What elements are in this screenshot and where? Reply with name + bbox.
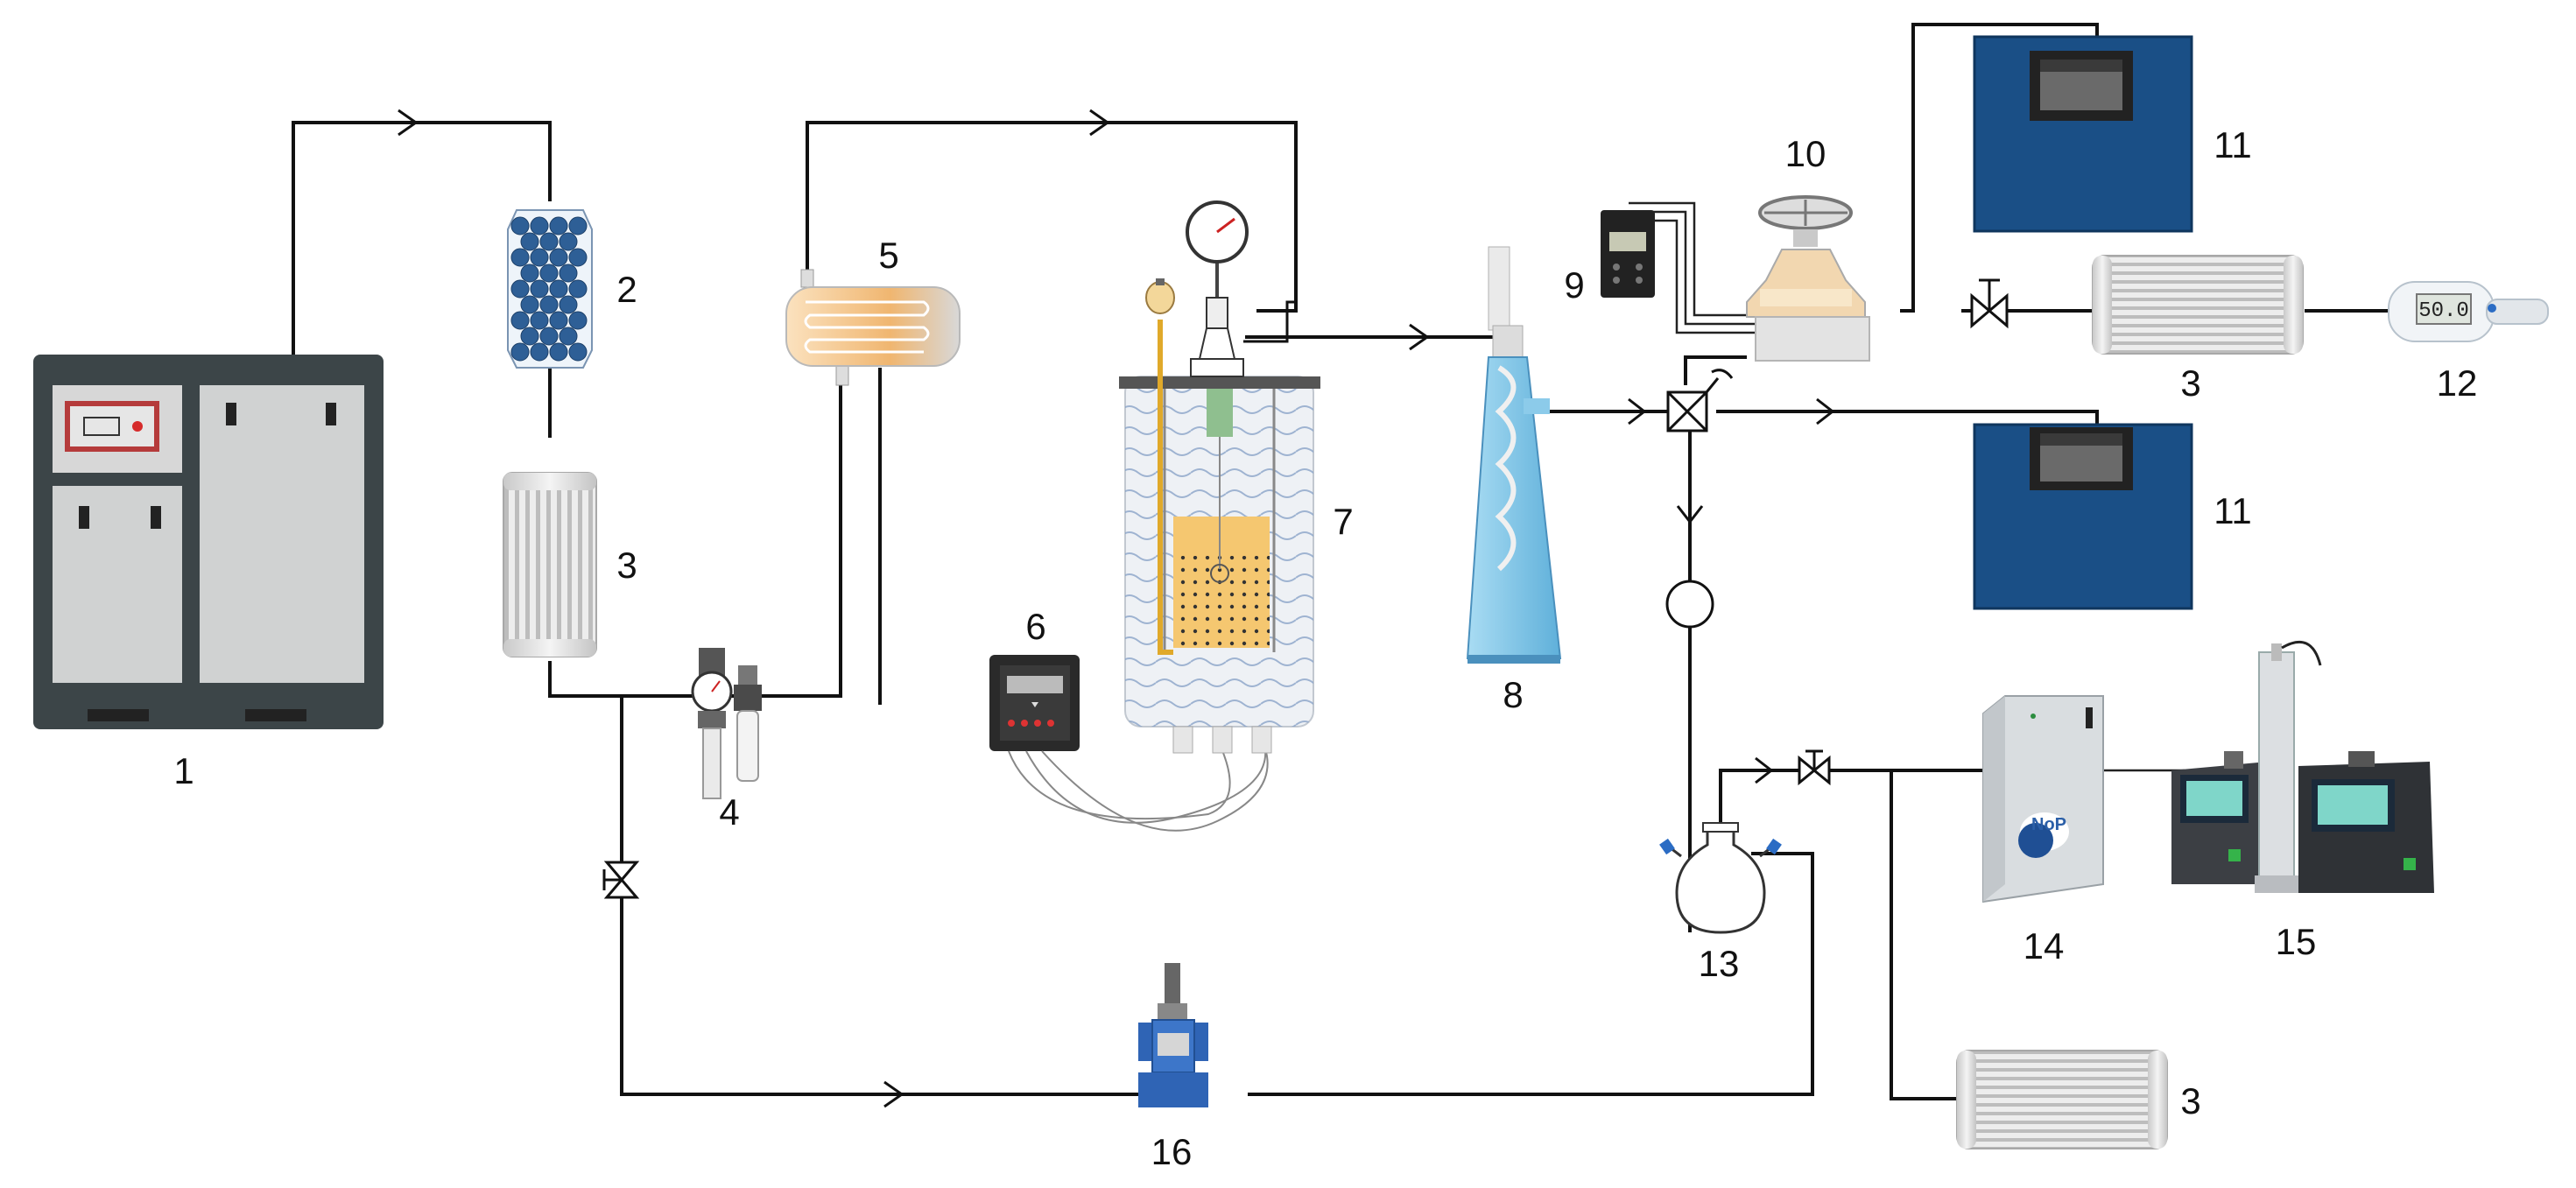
reactor-vessel <box>1119 200 1320 754</box>
pressure-regulator <box>691 648 762 799</box>
air-heater <box>785 269 961 386</box>
desiccant-column <box>507 209 593 369</box>
label-1: 1 <box>173 750 194 791</box>
aerosol-analyzers <box>2171 640 2434 893</box>
flowmeter-readout: 50.0 <box>2418 299 2469 323</box>
label-2: 2 <box>616 269 637 310</box>
svg-text:NoP: NoP <box>2031 815 2066 834</box>
sampling-valve <box>1746 195 1870 362</box>
label-12: 12 <box>2437 362 2478 404</box>
label-7: 7 <box>1333 501 1353 542</box>
label-5: 5 <box>878 235 898 276</box>
digital-manometer <box>1601 210 1655 298</box>
label-4: 4 <box>719 791 739 833</box>
mass-flow-controller <box>1138 963 1208 1107</box>
round-bottom-flask <box>1659 822 1782 934</box>
label-3a: 3 <box>616 545 637 586</box>
label-15: 15 <box>2276 921 2317 962</box>
cyclone-separator <box>1466 246 1562 664</box>
label-14: 14 <box>2023 925 2065 967</box>
label-8: 8 <box>1503 674 1523 715</box>
valve-bypass <box>602 861 640 899</box>
particle-counter-b <box>1973 423 2193 610</box>
label-10: 10 <box>1785 133 1826 174</box>
three-way-valve <box>1666 369 1734 432</box>
gas-generator: NoP <box>1982 695 2104 903</box>
label-9: 9 <box>1564 264 1584 306</box>
label-6: 6 <box>1025 606 1045 647</box>
valve-flask-line <box>1798 749 1831 786</box>
air-compressor <box>33 355 384 729</box>
label-11b: 11 <box>2214 490 2252 531</box>
valve-filter-line <box>1970 278 2009 329</box>
label-11a: 11 <box>2214 124 2252 165</box>
filter-a <box>503 472 597 657</box>
flow-arrows <box>398 109 1835 1108</box>
label-13: 13 <box>1699 943 1740 984</box>
rotameter <box>1665 580 1714 629</box>
label-3c: 3 <box>2180 1080 2200 1121</box>
digital-flowmeter: 50.0 <box>2388 281 2549 342</box>
label-16: 16 <box>1151 1131 1193 1172</box>
particle-counter-a <box>1973 35 2193 233</box>
label-3b: 3 <box>2180 362 2200 404</box>
filter-c <box>1956 1050 2168 1149</box>
temperature-controller <box>989 655 1269 832</box>
filter-b <box>2092 255 2304 355</box>
